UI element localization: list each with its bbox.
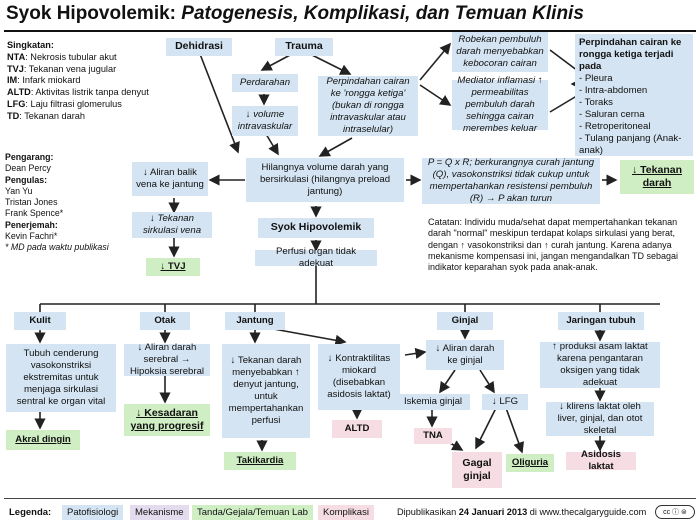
node-aliran-ginjal: ↓ Aliran darah ke ginjal — [426, 340, 504, 370]
node-tvj: ↓ TVJ — [146, 258, 200, 276]
abbreviations: Singkatan: NTA: Nekrosis tubular akut TV… — [7, 40, 152, 122]
node-jantung: Jantung — [225, 312, 285, 330]
rongga-ketiga-item: - Tulang panjang (Anak-anak) — [579, 132, 682, 156]
credits: Pengarang: Dean Percy Pengulas: Yan Yu T… — [5, 152, 115, 253]
node-perdarahan: Perdarahan — [232, 74, 298, 92]
reviewer: Yan Yu — [5, 185, 33, 196]
legend-patofisiologi: Patofisiologi — [62, 505, 124, 520]
node-kesadaran: ↓ Kesadaran yang progresif — [124, 404, 210, 436]
node-iskemia: Iskemia ginjal — [396, 394, 470, 410]
abbrev-item: NTA: Nekrosis tubular akut — [7, 51, 117, 62]
node-otak-desc: ↓ Aliran darah serebral → Hipoksia sereb… — [124, 342, 210, 377]
abbrev-heading: Singkatan: — [7, 40, 54, 50]
rongga-ketiga-item: - Toraks — [579, 96, 613, 108]
node-jaringan-tubuh: Jaringan tubuh — [558, 312, 644, 330]
node-mediator: Mediator inflamasi ↑ permeabilitas pembu… — [452, 75, 548, 134]
abbrev-item: IM: Infark miokard — [7, 75, 81, 86]
note-catatan: Catatan: Individu muda/sehat dapat mempe… — [428, 217, 678, 272]
node-altd: ALTD — [332, 420, 382, 438]
node-trauma: Trauma — [275, 38, 333, 56]
page-title: Syok Hipovolemik: Patogenesis, Komplikas… — [6, 3, 584, 25]
abbrev-item: TD: Tekanan darah — [7, 110, 85, 121]
rongga-ketiga-item: - Retroperitoneal — [579, 120, 651, 132]
node-kulit: Kulit — [14, 312, 66, 330]
node-perfusi: Perfusi organ tidak adekuat — [255, 246, 377, 269]
legend-label: Legenda: — [9, 507, 52, 518]
node-klirens: ↓ klirens laktat oleh liver, ginjal, dan… — [546, 401, 654, 436]
rongga-ketiga-title: Perpindahan cairan ke rongga ketiga terj… — [579, 37, 682, 72]
title-main: Syok Hipovolemik: — [6, 3, 182, 24]
node-asidosis: Asidosis laktat — [566, 449, 636, 472]
node-kontraktilitas: ↓ Kontraktilitas miokard (disebabkan asi… — [318, 344, 400, 410]
node-akral-dingin: Akral dingin — [6, 430, 80, 450]
node-jantung-desc: ↓ Tekanan darah menyebabkan ↑ denyut jan… — [222, 344, 310, 438]
author: Dean Percy — [5, 163, 51, 174]
abbrev-item: ALTD: Aktivitas listrik tanpa denyut — [7, 87, 149, 98]
license-badge-icon: cc ⓘ ⊜ — [655, 505, 695, 519]
node-tekanan-darah: ↓ Tekanan darah — [620, 160, 694, 194]
node-perpindahan-ketiga: Perpindahan cairan ke 'rongga ketiga' (b… — [318, 76, 418, 136]
node-hilangnya-volume: Hilangnya volume darah yang bersirkulasi… — [246, 158, 404, 202]
node-ginjal: Ginjal — [437, 312, 493, 330]
legend-rule — [4, 498, 696, 499]
node-otak: Otak — [140, 312, 190, 330]
rongga-ketiga-item: - Pleura — [579, 72, 613, 84]
node-takikardia: Takikardia — [224, 452, 296, 470]
translator: Kevin Fachri* — [5, 230, 58, 241]
node-rongga-ketiga: Perpindahan cairan ke rongga ketiga terj… — [575, 34, 693, 156]
legend-komplikasi: Komplikasi — [318, 505, 374, 520]
node-aliran-balik: ↓ Aliran balik vena ke jantung — [132, 162, 208, 196]
node-kulit-desc: Tubuh cenderung vasokonstriksi ekstremit… — [6, 344, 116, 412]
rongga-ketiga-item: - Intra-abdomen — [579, 84, 648, 96]
node-tna: TNA — [414, 428, 452, 444]
node-pqr: P = Q x R; berkurangnya curah jantung (Q… — [422, 157, 600, 204]
node-dehidrasi: Dehidrasi — [166, 38, 232, 56]
title-rule — [4, 30, 696, 32]
rongga-ketiga-item: - Saluran cerna — [579, 108, 645, 120]
title-italic: Patogenesis, Komplikasi, dan Temuan Klin… — [181, 3, 584, 24]
node-lfg: ↓ LFG — [482, 394, 528, 410]
node-robekan: Robekan pembuluh darah menyebabkan keboc… — [452, 32, 548, 72]
credits-note: * MD pada waktu publikasi — [5, 242, 109, 252]
abbrev-item: TVJ: Tekanan vena jugular — [7, 63, 117, 74]
node-oliguria: Oliguria — [506, 454, 554, 472]
reviewer: Tristan Jones — [5, 197, 58, 207]
node-syok-hipovolemik: Syok Hipovolemik — [258, 218, 374, 238]
published-line: Dipublikasikan 24 Januari 2013 di www.th… — [397, 507, 647, 517]
legend-mekanisme: Mekanisme — [130, 505, 189, 520]
node-gagal-ginjal: Gagal ginjal — [452, 452, 502, 488]
abbrev-item: LFG: Laju filtrasi glomerulus — [7, 98, 122, 109]
node-volume-intravaskular: ↓ volume intravaskular — [232, 106, 298, 136]
node-asam-laktat: ↑ produksi asam laktat karena pengantara… — [540, 341, 660, 388]
legend-temuan: Tanda/Gejala/Temuan Lab — [192, 505, 313, 520]
node-tekanan-sirkulasi: ↓ Tekanan sirkulasi vena — [132, 212, 212, 238]
reviewer: Frank Spence* — [5, 208, 64, 219]
